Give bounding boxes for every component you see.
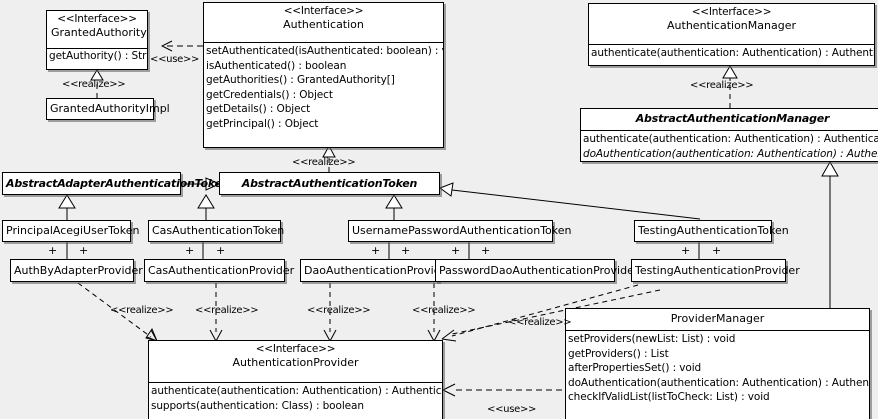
class-header: <<Interface>> AuthenticationManager (589, 4, 874, 44)
class-name: DaoAuthenticationProvider (304, 264, 452, 277)
class-name-text: AbstractAuthenticationToken (241, 177, 418, 190)
class-name: UsernamePasswordAuthenticationToken (352, 224, 572, 237)
generalization-principalacegiusertoken (58, 194, 76, 220)
class-name: AbstractAuthenticationManager (635, 112, 830, 125)
class-header: <<Interface>> GrantedAuthority (47, 11, 147, 48)
class-name: CasAuthenticationToken (152, 224, 285, 237)
class-authentication-provider[interactable]: <<Interface>> AuthenticationProvider aut… (148, 340, 443, 419)
edge-label-realize-manager-abstract: <<realize>> (690, 80, 754, 91)
generalization-casauthenticationtoken (197, 194, 215, 220)
role-marker-plus: + (216, 244, 226, 257)
class-provider-manager[interactable]: ProviderManager setProviders(newList: Li… (565, 308, 870, 419)
method-item: supports(authentication: Class) : boolea… (151, 399, 364, 412)
class-name: AbstractAuthenticationToken (220, 173, 439, 195)
method-item: getAuthority() : String (49, 50, 147, 62)
class-username-password-authentication-token[interactable]: UsernamePasswordAuthenticationToken (348, 220, 572, 242)
method-item: getDetails() : Object (206, 103, 311, 116)
generalization-testingauthenticationtoken (438, 182, 701, 220)
role-marker-plus: + (712, 244, 722, 257)
edge-label-realize-password-dao: <<realize>> (412, 305, 476, 316)
class-name: Authentication (283, 18, 364, 31)
role-marker-plus: + (371, 244, 381, 257)
edge-label-realize-granted-impl: <<realize>> (62, 79, 126, 90)
class-name: GrantedAuthorityImpl (50, 102, 170, 115)
class-cas-authentication-provider[interactable]: CasAuthenticationProvider (144, 259, 295, 282)
class-name-text: AbstractAdapterAuthenticationToken (6, 177, 230, 190)
class-dao-authentication-provider[interactable]: DaoAuthenticationProvider (300, 259, 452, 282)
class-testing-authentication-provider[interactable]: TestingAuthenticationProvider (631, 259, 800, 282)
class-name: PasswordDaoAuthenticationProvider (439, 264, 639, 277)
class-header: <<Interface>> Authentication (204, 3, 443, 42)
class-granted-authority[interactable]: <<Interface>> GrantedAuthority getAuthor… (46, 10, 148, 70)
method-item: doAuthentication(authentication: Authent… (583, 147, 878, 160)
class-abstract-authentication-token[interactable]: AbstractAuthenticationToken (219, 172, 440, 195)
stereotype-label: <<Interface>> (691, 6, 772, 18)
method-item: checkIfValidList(listToCheck: List) : vo… (568, 391, 770, 404)
method-item: setProviders(newList: List) : void (568, 333, 736, 345)
class-name: TestingAuthenticationProvider (635, 264, 800, 277)
method-item: authenticate(authentication: Authenticat… (591, 47, 874, 59)
method-compartment: getAuthority() : String (47, 48, 147, 70)
class-granted-authority-impl[interactable]: GrantedAuthorityImpl (46, 98, 170, 120)
generalization-providermanager (821, 160, 839, 308)
role-marker-plus: + (185, 244, 195, 257)
role-marker-plus: + (401, 244, 411, 257)
class-password-dao-authentication-provider[interactable]: PasswordDaoAuthenticationProvider (435, 259, 639, 282)
edge-label-use-provider-manager: <<use>> (487, 404, 537, 415)
edge-label-realize-cas: <<realize>> (195, 305, 259, 316)
method-item: getCredentials() : Object (206, 88, 333, 101)
method-item: authenticate(authentication: Authenticat… (151, 385, 442, 397)
class-name: ProviderManager (670, 312, 765, 325)
class-name: PrincipalAcegiUserToken (6, 224, 140, 237)
method-item: setAuthenticated(isAuthenticated: boolea… (206, 45, 443, 57)
class-authentication-manager[interactable]: <<Interface>> AuthenticationManager auth… (588, 3, 875, 66)
edge-label-realize-testing: <<realize>> (508, 317, 572, 328)
role-marker-plus: + (681, 244, 691, 257)
stereotype-label: <<Interface>> (255, 343, 336, 355)
method-compartment: authenticate(authentication: Authenticat… (589, 44, 874, 66)
class-name: AuthenticationProvider (232, 356, 359, 369)
class-header: ProviderManager (566, 309, 869, 330)
role-marker-plus: + (451, 244, 461, 257)
class-header: AbstractAuthenticationManager (581, 109, 878, 130)
method-item: authenticate(authentication: Authenticat… (583, 133, 878, 145)
class-principal-acegi-user-token[interactable]: PrincipalAcegiUserToken (2, 220, 140, 242)
class-name: CasAuthenticationProvider (148, 264, 295, 277)
method-item: doAuthentication(authentication: Authent… (568, 376, 869, 389)
stereotype-label: <<Interface>> (283, 5, 364, 17)
method-item: getPrincipal() : Object (206, 117, 319, 130)
method-item: getProviders() : List (568, 347, 669, 360)
class-abstract-adapter-authentication-token[interactable]: AbstractAdapterAuthenticationToken (2, 172, 230, 195)
method-item: afterPropertiesSet() : void (568, 362, 702, 375)
generalization-usernamepasswordtoken (385, 194, 403, 220)
class-cas-authentication-token[interactable]: CasAuthenticationToken (148, 220, 285, 242)
edge-label-realize-authbyadapter: <<realize>> (110, 305, 174, 316)
method-compartment: setProviders(newList: List) : void getPr… (566, 330, 869, 419)
class-testing-authentication-token[interactable]: TestingAuthenticationToken (634, 220, 789, 242)
edge-label-use-auth-granted: <<use>> (150, 54, 200, 65)
class-auth-by-adapter-provider[interactable]: AuthByAdapterProvider (10, 259, 143, 282)
method-item: isAuthenticated() : boolean (206, 59, 347, 72)
stereotype-label: <<Interface>> (57, 13, 137, 25)
role-marker-plus: + (481, 244, 491, 257)
class-name: AuthenticationManager (667, 19, 796, 32)
method-compartment: authenticate(authentication: Authenticat… (149, 382, 442, 419)
role-marker-plus: + (48, 244, 58, 257)
class-name: AbstractAdapterAuthenticationToken (3, 173, 230, 195)
method-item: getAuthorities() : GrantedAuthority[] (206, 74, 395, 87)
class-name: TestingAuthenticationToken (638, 224, 789, 237)
edge-label-realize-auth-token: <<realize>> (292, 157, 356, 168)
class-name: AuthByAdapterProvider (14, 264, 143, 277)
method-compartment: authenticate(authentication: Authenticat… (581, 130, 878, 163)
role-marker-plus: + (79, 244, 89, 257)
class-name: GrantedAuthority (51, 26, 147, 39)
class-authentication[interactable]: <<Interface>> Authentication setAuthenti… (203, 2, 444, 148)
class-header: <<Interface>> AuthenticationProvider (149, 341, 442, 382)
class-abstract-authentication-manager[interactable]: AbstractAuthenticationManager authentica… (580, 108, 878, 162)
edge-label-realize-dao: <<realize>> (307, 305, 371, 316)
method-compartment: setAuthenticated(isAuthenticated: boolea… (204, 42, 443, 148)
